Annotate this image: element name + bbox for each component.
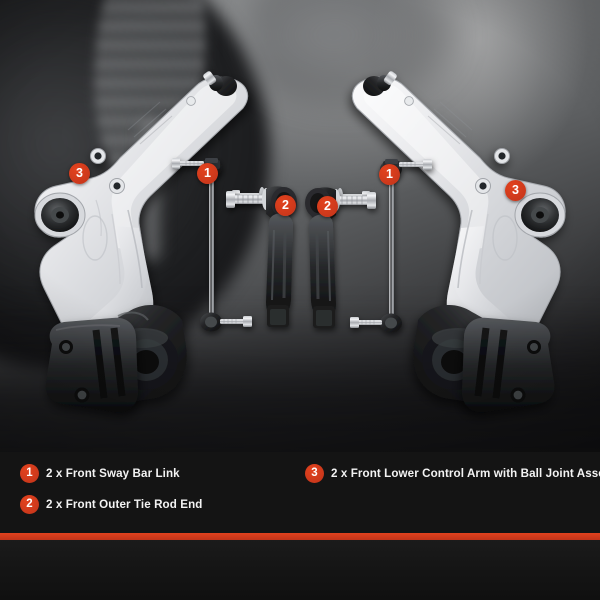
callout-badge-1-right-number: 1: [386, 167, 393, 182]
legend-label-2: 2 x Front Outer Tie Rod End: [46, 498, 203, 511]
footer-bar: [0, 540, 600, 600]
legend-item-3: 3 2 x Front Lower Control Arm with Ball …: [305, 464, 600, 483]
callout-badge-1-right: 1: [379, 164, 400, 185]
callout-badge-2-right-number: 2: [324, 199, 331, 214]
legend-label-3: 2 x Front Lower Control Arm with Ball Jo…: [331, 467, 600, 480]
legend-badge-2-number: 2: [26, 497, 33, 510]
callout-badge-2-left: 2: [275, 195, 296, 216]
callout-badge-3-left: 3: [69, 163, 90, 184]
callout-badge-1-left: 1: [197, 163, 218, 184]
legend-badge-1: 1: [20, 464, 39, 483]
legend-label-1: 2 x Front Sway Bar Link: [46, 467, 180, 480]
legend-item-1: 1 2 x Front Sway Bar Link: [20, 464, 202, 483]
callout-badge-3-right-number: 3: [512, 183, 519, 198]
legend-badge-3: 3: [305, 464, 324, 483]
accent-stripe: [0, 533, 600, 540]
legend-badge-1-number: 1: [26, 466, 33, 479]
sway-bar-link-left: [172, 158, 252, 332]
control-arm-left-bushing: [34, 192, 86, 238]
sway-bar-link-right: [350, 159, 432, 333]
callout-badge-2-left-number: 2: [282, 198, 289, 213]
legend-column-right: 3 2 x Front Lower Control Arm with Ball …: [305, 464, 600, 495]
legend-badge-3-number: 3: [311, 466, 318, 479]
legend-column-left: 1 2 x Front Sway Bar Link 2 2 x Front Ou…: [20, 464, 202, 526]
control-arm-right-bushing: [514, 192, 566, 238]
legend-item-2: 2 2 x Front Outer Tie Rod End: [20, 495, 202, 514]
control-arm-left-bracket: [45, 317, 138, 413]
product-photo: 3 1 2 2 1 3: [0, 0, 600, 452]
callout-badge-1-left-number: 1: [204, 166, 211, 181]
callout-badge-3-right: 3: [505, 180, 526, 201]
legend-panel: 1 2 x Front Sway Bar Link 2 2 x Front Ou…: [0, 452, 600, 533]
parts-layer: [34, 71, 566, 413]
control-arm-right-bracket: [462, 317, 555, 413]
callout-badge-2-right: 2: [317, 196, 338, 217]
callout-badge-3-left-number: 3: [76, 166, 83, 181]
tie-rod-end-right: [305, 187, 376, 328]
legend-badge-2: 2: [20, 495, 39, 514]
